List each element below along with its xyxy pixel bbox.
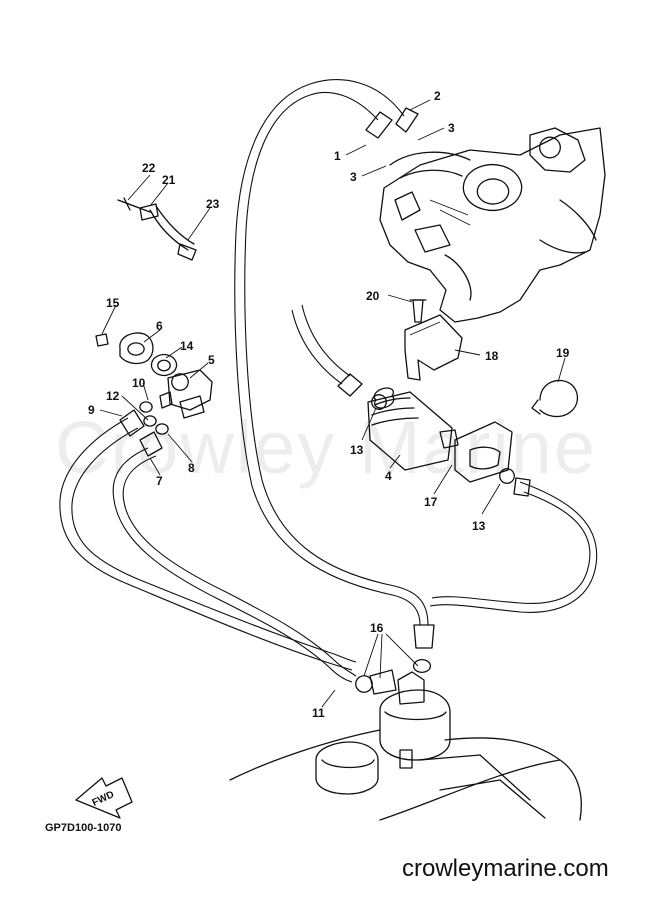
callout-19: 19 bbox=[556, 346, 570, 360]
callout-14: 14 bbox=[180, 339, 194, 353]
website-link[interactable]: crowleymarine.com bbox=[402, 855, 609, 882]
fuel-hose-loops bbox=[59, 304, 598, 683]
vent-hose-long bbox=[234, 79, 435, 649]
callout-18: 18 bbox=[485, 349, 499, 363]
callout-6: 6 bbox=[156, 319, 163, 333]
callout-1: 1 bbox=[334, 149, 341, 163]
clamp-19 bbox=[531, 379, 579, 418]
callout-23: 23 bbox=[206, 197, 220, 211]
callout-22: 22 bbox=[142, 161, 156, 175]
fuel-pump-assembly bbox=[159, 369, 213, 419]
callout-13-a: 13 bbox=[350, 443, 364, 457]
fuel-tank bbox=[229, 729, 582, 821]
callout-13-b: 13 bbox=[472, 519, 486, 533]
callout-15: 15 bbox=[106, 296, 120, 310]
fuel-sender-16 bbox=[355, 659, 451, 769]
callout-12: 12 bbox=[106, 389, 120, 403]
callout-2: 2 bbox=[434, 89, 441, 103]
cable-tie-assembly bbox=[117, 197, 197, 261]
drawing-code: GP7D100-1070 bbox=[45, 822, 122, 834]
callout-labels: 1 2 3 3 4 5 6 7 8 9 10 11 12 13 13 14 15… bbox=[88, 89, 570, 720]
clip-12 bbox=[143, 415, 157, 427]
callout-20: 20 bbox=[366, 289, 380, 303]
clip-8 bbox=[155, 423, 169, 435]
fwd-label: FWD bbox=[91, 789, 116, 809]
callout-4: 4 bbox=[385, 469, 392, 483]
filter-bracket bbox=[454, 421, 513, 483]
callout-16: 16 bbox=[370, 621, 384, 635]
callout-9: 9 bbox=[88, 403, 95, 417]
engine-throttle-body bbox=[379, 127, 606, 323]
callout-21: 21 bbox=[162, 173, 176, 187]
watermark: Crowley Marine bbox=[55, 406, 598, 489]
callout-7: 7 bbox=[156, 474, 163, 488]
callout-11: 11 bbox=[312, 706, 325, 720]
callout-8: 8 bbox=[188, 461, 195, 475]
filler-neck bbox=[315, 741, 379, 795]
fuel-filter bbox=[367, 387, 459, 471]
bracket-18 bbox=[404, 314, 463, 381]
clip-10 bbox=[139, 401, 153, 413]
fwd-arrow-icon: FWD bbox=[75, 777, 133, 819]
callout-5: 5 bbox=[208, 353, 215, 367]
clamp-13-b bbox=[499, 468, 515, 484]
callout-3-a: 3 bbox=[448, 121, 455, 135]
oring-14 bbox=[150, 353, 178, 377]
callout-17: 17 bbox=[424, 495, 438, 509]
cap-6 bbox=[119, 332, 154, 365]
callout-3-b: 3 bbox=[350, 170, 357, 184]
bolt-20 bbox=[409, 299, 427, 323]
callout-10: 10 bbox=[132, 376, 146, 390]
clamp-13-a bbox=[371, 394, 387, 410]
leader-lines bbox=[99, 99, 566, 708]
screw-15 bbox=[95, 333, 109, 347]
